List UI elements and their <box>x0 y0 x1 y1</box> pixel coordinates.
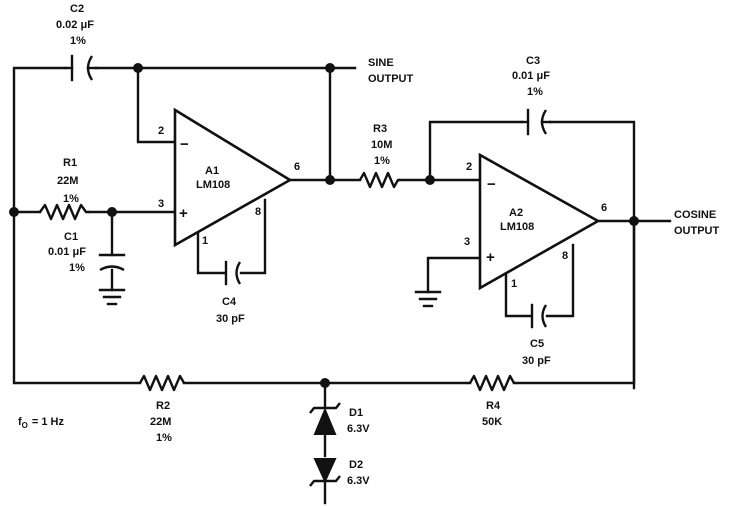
frequency-note: fO = 1 Hz <box>18 416 65 430</box>
a1-pin-out: 6 <box>294 161 300 173</box>
frequency-subscript: O <box>22 421 28 430</box>
a1-plus-sign: + <box>179 205 188 222</box>
junction-node <box>629 216 639 226</box>
r4-ref: R4 <box>486 400 501 412</box>
a1-part: LM108 <box>196 179 230 191</box>
capacitor-c4 <box>224 260 242 286</box>
resistor-r2 <box>138 374 186 392</box>
c3-tol: 1% <box>527 86 543 98</box>
r3-ref: R3 <box>373 123 387 135</box>
resistor-r1 <box>39 203 90 221</box>
a2-plus-sign: + <box>486 249 495 266</box>
a2-pin-inv: 2 <box>466 161 472 173</box>
r1-value: 22M <box>57 175 78 187</box>
c1-tol: 1% <box>69 262 85 274</box>
r2-tol: 1% <box>156 432 172 444</box>
r3-tol: 1% <box>374 155 390 167</box>
ground-symbol <box>414 290 442 308</box>
a1-pin-comp-a: 1 <box>202 235 208 247</box>
zener-diode-d2 <box>309 458 341 487</box>
junction-node <box>9 207 19 217</box>
c2-value: 0.02 μF <box>56 19 94 31</box>
junction-node <box>325 63 335 73</box>
r1-tol: 1% <box>63 193 79 205</box>
frequency-symbol: f <box>18 416 22 428</box>
cosine-output-line1: COSINE <box>674 209 716 221</box>
a2-pin-comp-a: 1 <box>511 278 517 290</box>
r4-value: 50K <box>482 416 502 428</box>
c3-ref: C3 <box>526 55 540 67</box>
ground-symbol <box>98 288 126 306</box>
a1-minus-sign: − <box>180 136 189 153</box>
a1-pin-inv: 2 <box>158 125 164 137</box>
c2-ref: C2 <box>70 3 84 15</box>
junction-node <box>133 63 143 73</box>
c1-ref: C1 <box>64 231 78 243</box>
c5-ref: C5 <box>530 338 544 350</box>
a2-minus-sign: − <box>487 176 496 193</box>
a2-pin-comp-b: 8 <box>562 250 568 262</box>
labels: C2 0.02 μF 1% C3 0.01 μF 1% R1 22M 1% C1… <box>18 3 720 487</box>
a2-ref: A2 <box>509 207 523 219</box>
a1-pin-comp-b: 8 <box>255 206 261 218</box>
op-amp-a2: − + A2 LM108 2 3 6 1 8 <box>464 152 607 291</box>
c5-value: 30 pF <box>522 355 551 367</box>
c4-ref: C4 <box>222 296 237 308</box>
r2-ref: R2 <box>156 400 170 412</box>
d1-ref: D1 <box>349 407 363 419</box>
zener-diode-d1 <box>309 402 341 435</box>
a1-ref: A1 <box>205 165 219 177</box>
junction-nodes <box>9 63 639 388</box>
frequency-value: = 1 Hz <box>32 416 65 428</box>
junction-node <box>320 378 330 388</box>
resistor-r3 <box>358 171 400 189</box>
resistor-r4 <box>468 374 516 392</box>
c3-value: 0.01 μF <box>512 70 550 82</box>
r2-value: 22M <box>150 416 171 428</box>
sine-output-line1: SINE <box>368 57 394 69</box>
a2-pin-noninv: 3 <box>464 236 470 248</box>
d2-ref: D2 <box>349 459 363 471</box>
capacitor-c2 <box>64 54 98 82</box>
c1-value: 0.01 μF <box>48 246 86 258</box>
d2-value: 6.3V <box>347 475 370 487</box>
a2-pin-out: 6 <box>601 202 607 214</box>
junction-node <box>107 207 117 217</box>
junction-node <box>325 175 335 185</box>
sine-output-line2: OUTPUT <box>368 73 414 85</box>
capacitor-c1 <box>98 253 126 272</box>
capacitor-c5 <box>530 303 548 329</box>
r1-ref: R1 <box>63 157 77 169</box>
c4-value: 30 pF <box>216 313 245 325</box>
c2-tol: 1% <box>70 35 86 47</box>
junction-node <box>425 175 435 185</box>
d1-value: 6.3V <box>347 423 370 435</box>
a1-pin-noninv: 3 <box>158 198 164 210</box>
cosine-output-line2: OUTPUT <box>674 225 720 237</box>
wires <box>12 66 672 505</box>
a2-part: LM108 <box>500 221 534 233</box>
r3-value: 10M <box>371 139 392 151</box>
op-amp-a1: − + A1 LM108 2 3 6 1 8 <box>158 107 300 248</box>
capacitor-c3 <box>520 108 552 136</box>
